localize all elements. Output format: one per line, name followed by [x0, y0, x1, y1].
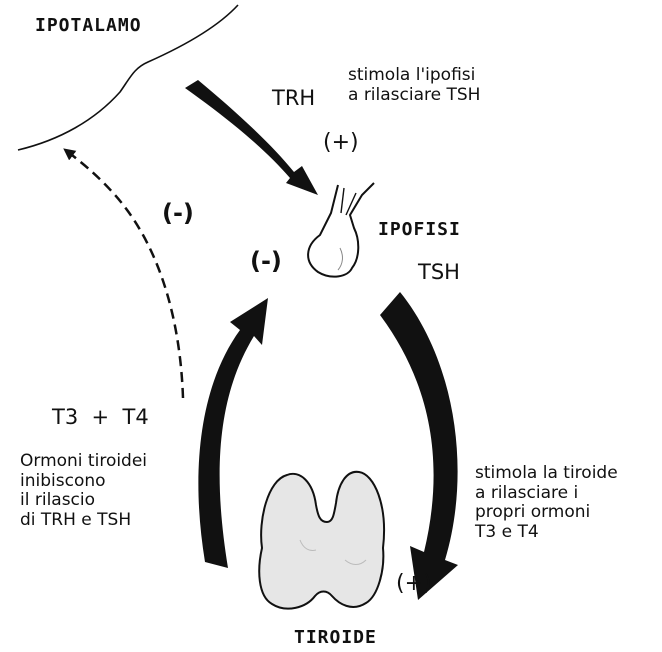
thyroid-gland — [259, 472, 384, 609]
pituitary-gland — [308, 183, 374, 277]
trh-label: TRH — [272, 86, 315, 110]
hypothalamus-label: IPOTALAMO — [35, 16, 142, 37]
feedback-dashed-arrow — [68, 152, 183, 398]
thyroid-label: TIROIDE — [294, 628, 377, 649]
tsh-label: TSH — [418, 260, 460, 284]
t3-t4-label: T3 + T4 — [52, 405, 149, 429]
plus-sign-trh: (+) — [323, 130, 359, 155]
minus-sign-hypothalamus: (-) — [162, 200, 194, 228]
tsh-effect-note: stimola la tiroide a rilasciare i propri… — [475, 464, 618, 542]
minus-sign-pituitary: (-) — [250, 248, 282, 276]
tsh-arrow — [380, 292, 458, 600]
trh-effect-note: stimola l'ipofisi a rilasciare TSH — [348, 66, 480, 105]
plus-sign-thyroid: (+) — [396, 571, 432, 596]
feedback-note: Ormoni tiroidei inibiscono il rilascio d… — [20, 452, 147, 530]
t3-t4-arrow — [198, 298, 268, 568]
pituitary-label: IPOFISI — [378, 220, 461, 241]
